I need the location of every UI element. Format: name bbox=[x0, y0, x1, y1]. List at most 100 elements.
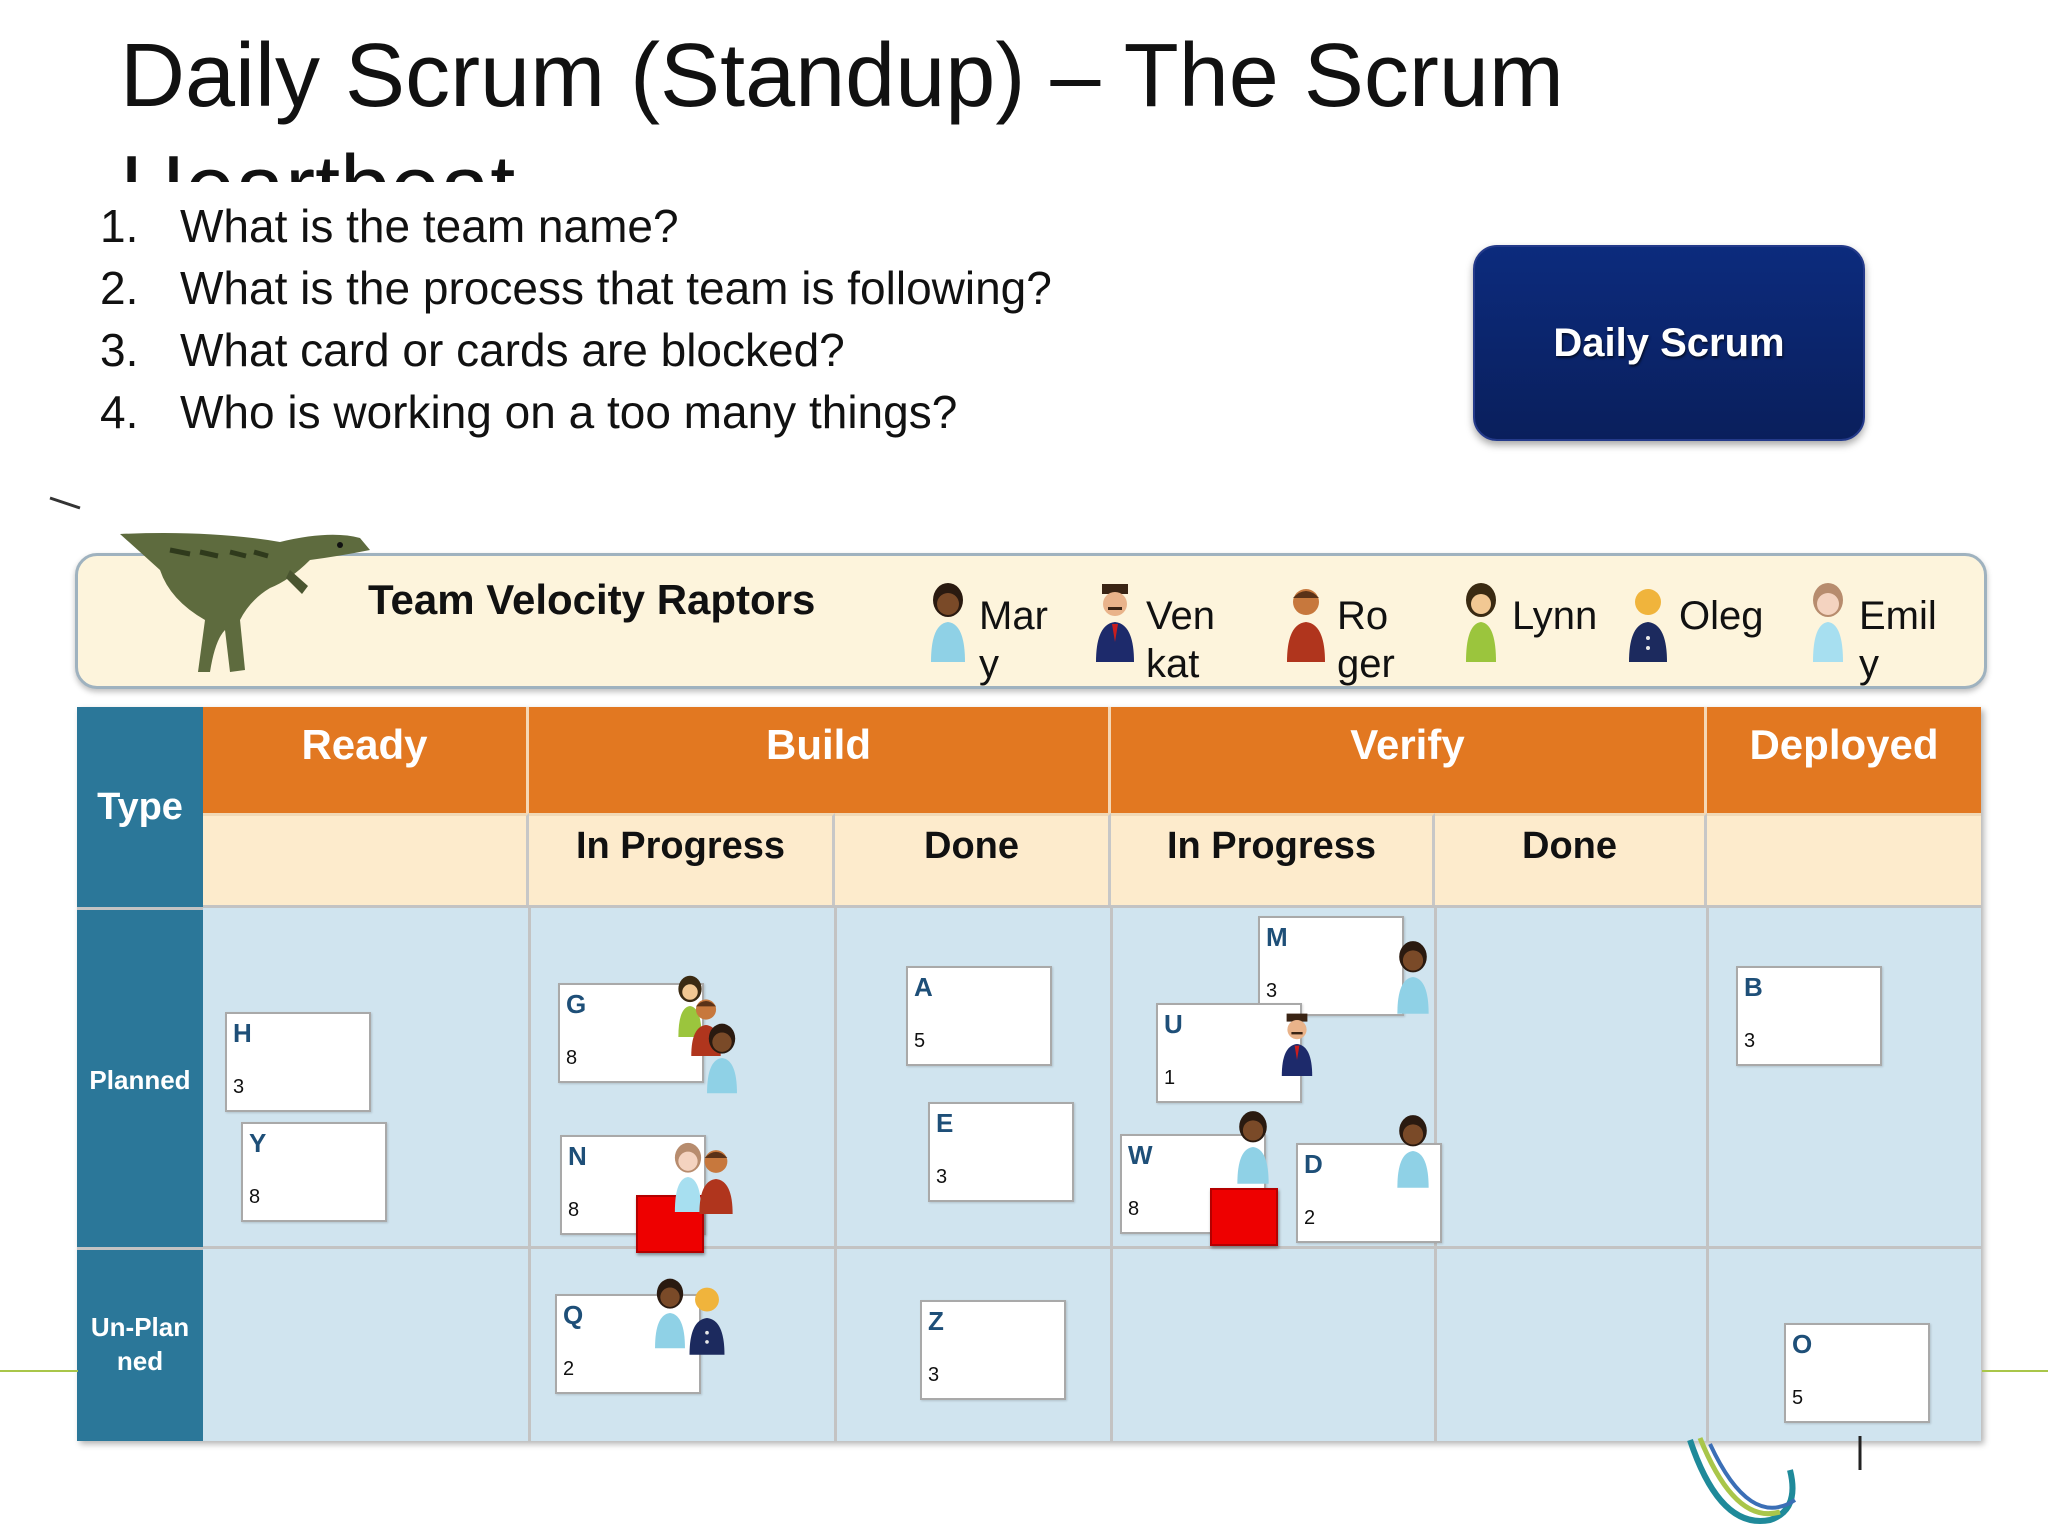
card-points: 2 bbox=[563, 1358, 575, 1380]
woman-dark-icon bbox=[707, 1023, 737, 1094]
grid-line bbox=[1706, 907, 1709, 1441]
substage-header-verify-done: Done bbox=[1435, 813, 1707, 907]
logo-swoosh-image bbox=[1687, 1436, 1862, 1524]
card-id: H bbox=[233, 1018, 252, 1048]
substage-header-build-in-progress: In Progress bbox=[529, 813, 835, 907]
page-title: Daily Scrum (Standup) – The Scrum Heartb… bbox=[120, 26, 1564, 182]
question-list: 1. What is the team name? 2. What is the p… bbox=[100, 195, 1200, 443]
card-id: G bbox=[566, 989, 587, 1019]
member-name: Lynn bbox=[1512, 594, 1598, 638]
man-red-icon bbox=[1287, 589, 1325, 662]
stage-header-deployed: Deployed bbox=[1707, 707, 1981, 813]
woman-light-icon bbox=[1813, 583, 1843, 662]
stage-header-ready: Ready bbox=[203, 707, 529, 813]
question-number: 4. bbox=[100, 386, 139, 438]
man-red-icon bbox=[699, 1150, 733, 1214]
row-label-unplanned: Un-Planned bbox=[77, 1247, 203, 1441]
card-id: E bbox=[936, 1108, 954, 1138]
card-id: U bbox=[1164, 1009, 1183, 1039]
man-blue-icon bbox=[1629, 589, 1667, 662]
team-member-venkat: Venkat bbox=[1090, 572, 1230, 686]
stage-header-build: Build bbox=[529, 707, 1111, 813]
woman-dark-icon bbox=[1397, 1115, 1429, 1188]
grid-line bbox=[834, 907, 837, 1441]
card-points: 1 bbox=[1164, 1067, 1176, 1089]
card-id: M bbox=[1266, 922, 1288, 952]
card-id: W bbox=[1128, 1140, 1153, 1170]
question-text: What is the team name? bbox=[180, 200, 679, 252]
card-points: 5 bbox=[914, 1030, 926, 1052]
woman-dark-icon bbox=[1397, 941, 1429, 1014]
man-blue-icon bbox=[689, 1287, 725, 1355]
card-points: 5 bbox=[1792, 1387, 1804, 1409]
grid-line bbox=[1110, 907, 1113, 1441]
question-number: 3. bbox=[100, 324, 139, 376]
question-text: What is the process that team is followi… bbox=[180, 262, 1052, 314]
team-member-emily: Emily bbox=[1803, 572, 1953, 686]
member-name: Emily bbox=[1859, 594, 1937, 686]
member-name: Mary bbox=[979, 594, 1048, 686]
row-label-planned: Planned bbox=[77, 907, 203, 1247]
man-mustache-icon bbox=[1096, 584, 1134, 662]
team-banner: Team Velocity Raptors Mary Venkat Roger … bbox=[75, 553, 1987, 689]
raptor-mascot-image bbox=[49, 496, 370, 672]
grid-line bbox=[528, 907, 531, 1441]
card-points: 3 bbox=[1744, 1030, 1756, 1052]
question-item: 2. What is the process that team is follo… bbox=[100, 257, 1200, 319]
card-id: B bbox=[1744, 972, 1763, 1002]
question-item: 4. Who is working on a too many things? bbox=[100, 381, 1200, 443]
card-points: 8 bbox=[568, 1199, 580, 1221]
question-item: 1. What is the team name? bbox=[100, 195, 1200, 257]
team-member-oleg: Oleg bbox=[1623, 572, 1793, 682]
substage-header-verify-in-progress: In Progress bbox=[1111, 813, 1435, 907]
woman-dark-icon bbox=[1237, 1111, 1269, 1184]
card-points: 8 bbox=[249, 1186, 261, 1208]
daily-scrum-button[interactable]: Daily Scrum bbox=[1473, 245, 1865, 441]
card-points: 3 bbox=[928, 1364, 940, 1386]
substage-header-build-done: Done bbox=[835, 813, 1111, 907]
card-id: N bbox=[568, 1141, 587, 1171]
card-id: A bbox=[914, 972, 933, 1002]
woman-green-icon bbox=[1466, 583, 1496, 662]
decorative-line bbox=[0, 1370, 78, 1372]
card-id: Q bbox=[563, 1300, 584, 1330]
man-mustache-icon bbox=[1281, 1013, 1313, 1076]
title-area: Daily Scrum (Standup) – The Scrum Heartb… bbox=[120, 20, 1820, 182]
card-id: Y bbox=[249, 1128, 267, 1158]
card-id: Z bbox=[928, 1306, 944, 1336]
decorative-line bbox=[1982, 1370, 2048, 1372]
woman-dark-icon bbox=[655, 1278, 685, 1349]
grid-line bbox=[203, 905, 1981, 908]
substage-header-ready bbox=[203, 813, 529, 907]
woman-light-icon bbox=[674, 1142, 702, 1212]
question-text: Who is working on a too many things? bbox=[180, 386, 958, 438]
card-points: 3 bbox=[233, 1076, 245, 1098]
card-points: 8 bbox=[1128, 1198, 1140, 1220]
question-item: 3. What card or cards are blocked? bbox=[100, 319, 1200, 381]
question-number: 1. bbox=[100, 200, 139, 252]
woman-green-icon bbox=[678, 975, 702, 1037]
stage-header-verify: Verify bbox=[1111, 707, 1707, 813]
card-points: 3 bbox=[1266, 980, 1278, 1002]
question-text: What card or cards are blocked? bbox=[180, 324, 845, 376]
type-header: Type bbox=[77, 707, 203, 907]
substage-header-deployed bbox=[1707, 813, 1981, 907]
card-id: D bbox=[1304, 1149, 1323, 1179]
team-name: Team Velocity Raptors bbox=[368, 576, 816, 623]
team-member-roger: Roger bbox=[1281, 572, 1421, 686]
blocked-marker bbox=[1210, 1188, 1278, 1246]
member-name: Oleg bbox=[1679, 594, 1764, 638]
question-number: 2. bbox=[100, 262, 139, 314]
team-member-lynn: Lynn bbox=[1456, 572, 1626, 682]
member-name: Venkat bbox=[1146, 594, 1215, 686]
